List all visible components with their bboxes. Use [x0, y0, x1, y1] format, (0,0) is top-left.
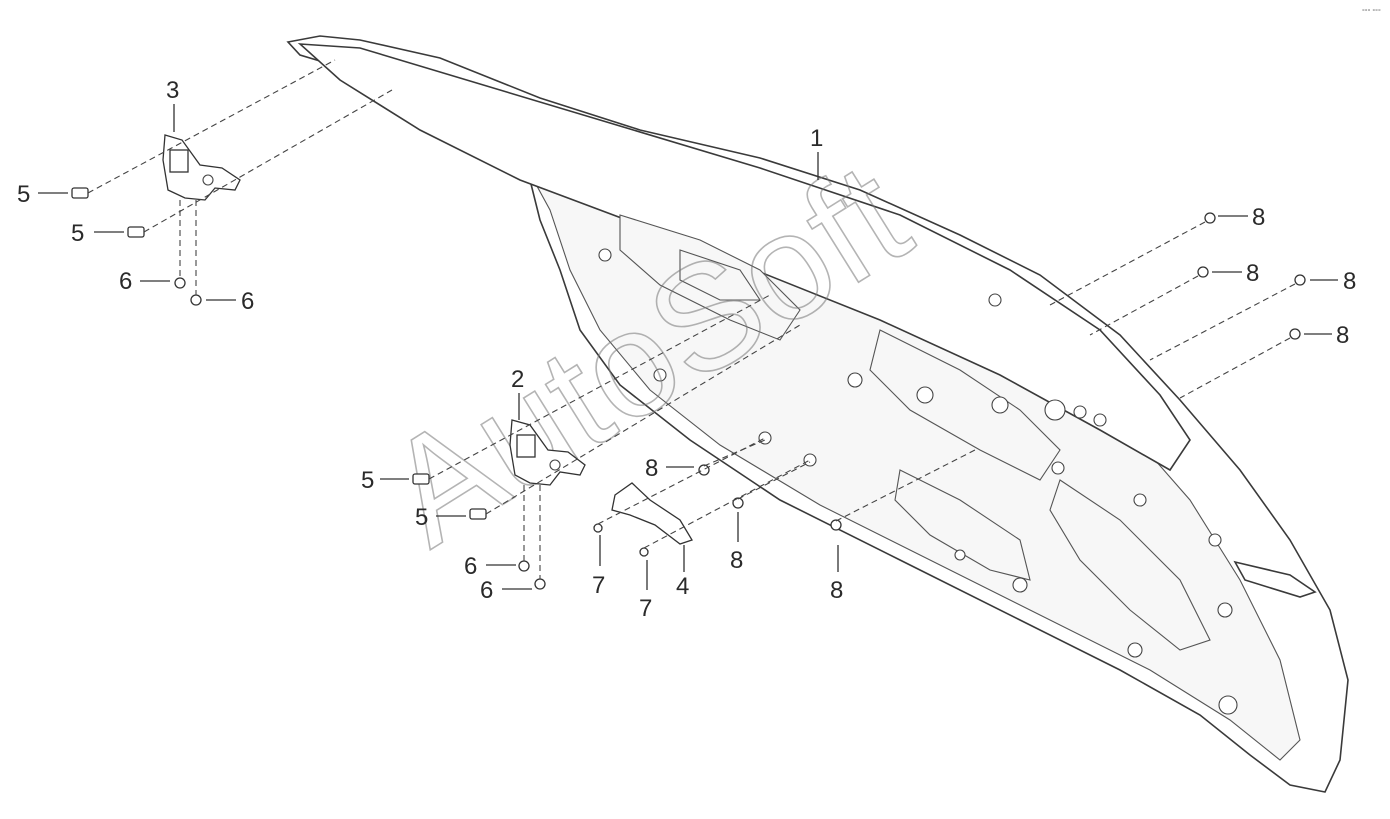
callout-5: 5 — [17, 181, 30, 208]
callout-7: 7 — [639, 595, 652, 622]
callout-5: 5 — [361, 467, 374, 494]
callout-1: 1 — [810, 125, 823, 152]
callout-3: 3 — [166, 77, 179, 104]
callout-6: 6 — [480, 577, 493, 604]
callout-8: 8 — [730, 547, 743, 574]
callout-4: 4 — [676, 573, 689, 600]
callout-8: 8 — [1246, 260, 1259, 287]
leader-lines — [38, 104, 1338, 590]
bracket — [611, 482, 693, 545]
callout-8: 8 — [830, 577, 843, 604]
callout-8: 8 — [1343, 268, 1356, 295]
callout-8: 8 — [645, 455, 658, 482]
callout-8: 8 — [1252, 204, 1265, 231]
corner-mark: °°° °°° — [1362, 8, 1381, 16]
callout-5: 5 — [71, 220, 84, 247]
callout-6: 6 — [241, 288, 254, 315]
hinge-lower — [509, 419, 586, 486]
callout-7: 7 — [592, 572, 605, 599]
callout-6: 6 — [464, 553, 477, 580]
fasteners — [71, 187, 1306, 590]
tailgate-panel — [286, 35, 1349, 793]
assembly-dashed-lines — [87, 59, 1296, 579]
callout-2: 2 — [511, 366, 524, 393]
hinge-upper — [162, 134, 241, 201]
callout-8: 8 — [1336, 322, 1349, 349]
callout-5: 5 — [415, 504, 428, 531]
callout-6: 6 — [119, 268, 132, 295]
callout-labels: 1 2 3 4 5 5 5 5 6 6 6 6 7 7 8 8 8 8 8 8 … — [17, 77, 1356, 622]
